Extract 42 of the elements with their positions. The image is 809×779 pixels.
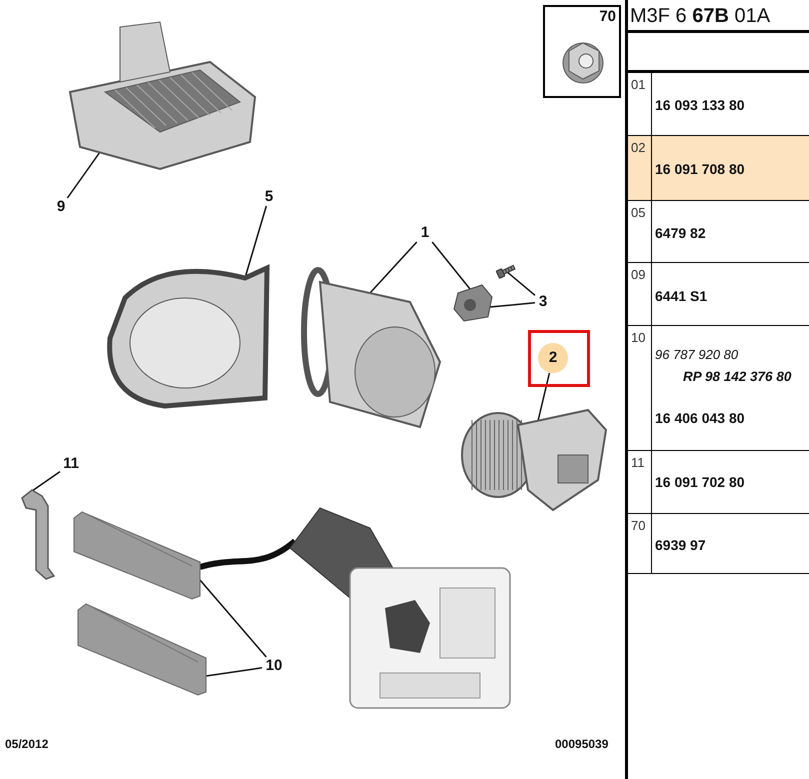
row-number: 02 bbox=[631, 141, 646, 156]
part-number: RP 98 142 376 80 bbox=[683, 369, 792, 385]
callout-number: 5 bbox=[260, 188, 278, 206]
row-number: 09 bbox=[631, 268, 646, 283]
leader-line bbox=[206, 667, 262, 677]
date-label: 05/2012 bbox=[5, 738, 48, 752]
leader-line bbox=[537, 372, 550, 422]
leader-line bbox=[490, 302, 536, 308]
part-number: 96 787 920 80 bbox=[655, 348, 738, 363]
part-number: 16 093 133 80 bbox=[655, 97, 745, 114]
screw-drawing bbox=[497, 266, 515, 276]
part-number: 6441 S1 bbox=[655, 288, 708, 304]
row-number: 05 bbox=[631, 206, 646, 221]
row-number: 11 bbox=[631, 456, 644, 471]
callout-number: 2 bbox=[538, 343, 568, 373]
drawing-number: 00095039 bbox=[555, 738, 608, 752]
leader-line bbox=[506, 270, 536, 296]
callout-number: 11 bbox=[60, 455, 82, 473]
part-number: 16 091 708 80 bbox=[655, 161, 745, 178]
leader-line bbox=[66, 152, 101, 198]
table-header: M3F 6 67B 01A bbox=[630, 5, 770, 28]
leader-line bbox=[199, 580, 267, 658]
part-number: 6479 82 bbox=[655, 225, 706, 242]
row-number: 01 bbox=[631, 78, 646, 93]
callout-number: 1 bbox=[416, 224, 434, 242]
callout-number: 70 bbox=[599, 8, 616, 26]
callout-number: 10 bbox=[262, 657, 286, 675]
cabin-filter-drawing bbox=[76, 604, 208, 696]
part-number: 16 091 702 80 bbox=[655, 474, 745, 490]
part-number: 6939 97 bbox=[655, 537, 706, 554]
part-number: 16 406 043 80 bbox=[655, 410, 745, 426]
row-number: 10 bbox=[631, 331, 646, 346]
row-number: 70 bbox=[631, 519, 646, 534]
resistor-block-drawing bbox=[452, 283, 494, 323]
leader-line bbox=[32, 470, 60, 492]
cabin-filter-drawing bbox=[72, 512, 202, 600]
leader-line bbox=[369, 242, 418, 294]
inset-frame bbox=[543, 5, 621, 98]
leader-line bbox=[432, 242, 471, 290]
callout-number: 3 bbox=[535, 293, 551, 311]
bracket-drawing bbox=[18, 488, 56, 580]
callout-number: 9 bbox=[52, 198, 70, 216]
